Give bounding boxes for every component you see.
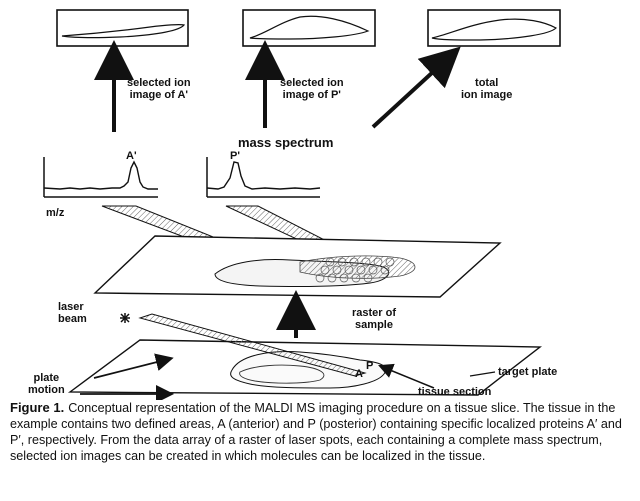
label-ion-image-total: total ion image bbox=[461, 77, 513, 101]
ion-image-panel-a bbox=[56, 9, 189, 47]
tissue-section-pointer bbox=[378, 363, 435, 389]
label-region-p: P bbox=[366, 360, 374, 372]
label-peak-a-prime: A' bbox=[126, 150, 137, 162]
upper-plate bbox=[93, 235, 502, 298]
target-plate-pointer bbox=[469, 371, 496, 377]
figure-caption: Figure 1.Conceptual representation of th… bbox=[10, 400, 630, 464]
label-ion-image-p: selected ion image of P' bbox=[280, 77, 344, 101]
laser-star-icon bbox=[120, 313, 130, 323]
label-mass-spectrum: mass spectrum bbox=[238, 135, 334, 150]
label-mz-axis: m/z bbox=[46, 207, 65, 219]
label-tissue-section: tissue section bbox=[418, 386, 492, 398]
caption-text: Conceptual representation of the MALDI M… bbox=[10, 401, 622, 463]
label-plate-motion: plate motion bbox=[28, 372, 65, 396]
label-target-plate: target plate bbox=[498, 366, 558, 378]
arrow-to-total-image bbox=[371, 46, 461, 129]
label-raster-of-sample: raster of sample bbox=[352, 307, 397, 331]
label-ion-image-a: selected ion image of A' bbox=[127, 77, 191, 101]
maldi-diagram bbox=[43, 9, 561, 400]
label-laser-beam: laser beam bbox=[58, 301, 87, 325]
target-plate bbox=[67, 339, 543, 396]
label-region-a: A bbox=[355, 368, 363, 380]
label-peak-p-prime: P' bbox=[230, 150, 240, 162]
caption-figure-label: Figure 1. bbox=[10, 400, 65, 415]
plate-motion-arrow-upper bbox=[93, 353, 174, 379]
spectrum-right bbox=[206, 157, 321, 198]
laser-beam bbox=[138, 313, 367, 377]
spectrum-left bbox=[43, 157, 158, 198]
ion-image-panel-p bbox=[242, 9, 376, 47]
ion-image-panel-total bbox=[427, 9, 561, 47]
